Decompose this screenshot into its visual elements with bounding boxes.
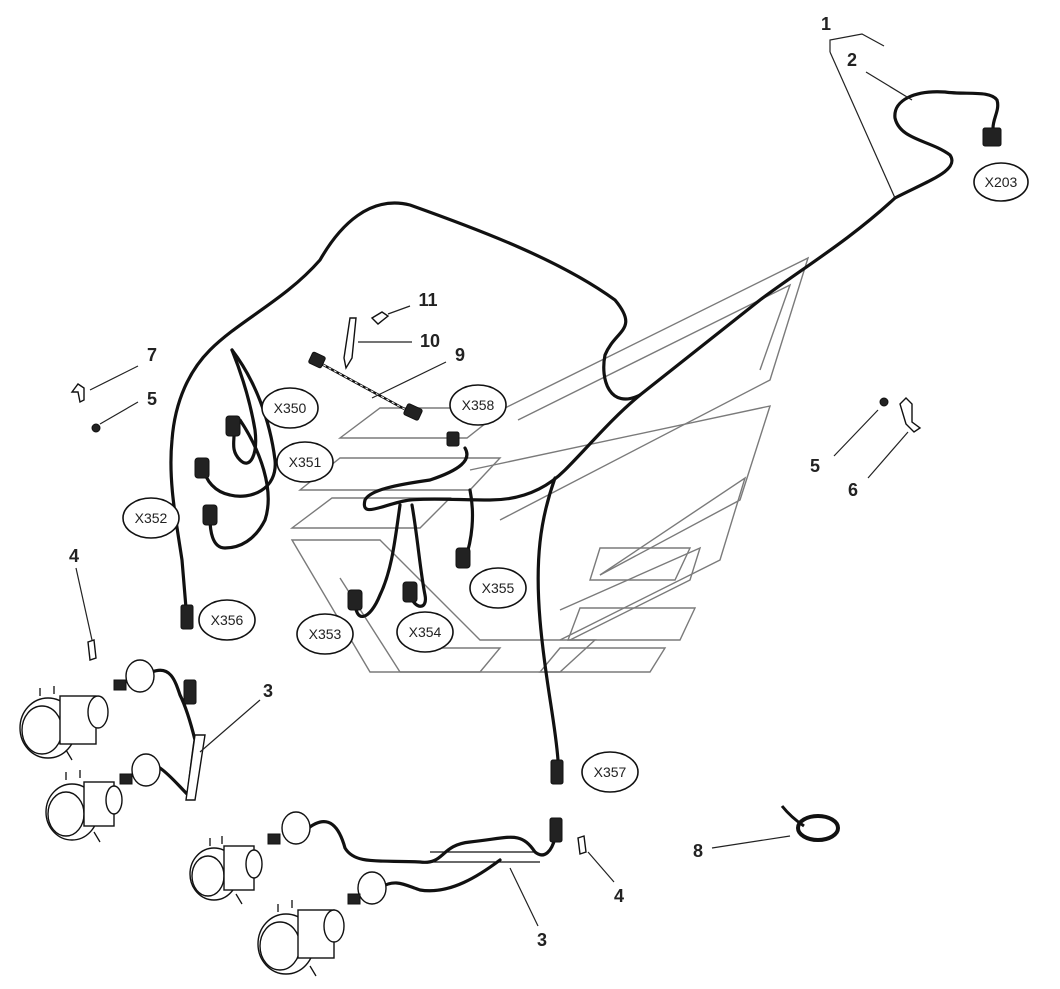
callout-3b: 3 xyxy=(537,930,547,950)
connector-labels: X203 X350 X351 X352 X353 X354 X355 X356 xyxy=(122,162,1029,793)
connector-label-x357: X357 xyxy=(581,751,639,793)
clip-4a-icon xyxy=(87,639,97,661)
connector-plug-x352-icon xyxy=(202,504,218,526)
lamp-socket-icon xyxy=(357,871,387,905)
connector-plug-x356-icon xyxy=(180,604,194,630)
svg-text:X358: X358 xyxy=(462,397,495,413)
connector-plug-x351-icon xyxy=(194,457,210,479)
connector-plug-x353-icon xyxy=(347,589,363,611)
callout-8: 8 xyxy=(693,841,703,861)
bolt-11-icon xyxy=(370,311,390,325)
lamp-assembly-left xyxy=(19,659,206,843)
callout-2: 2 xyxy=(847,50,857,70)
leader-lines xyxy=(75,33,913,927)
svg-text:X356: X356 xyxy=(211,612,244,628)
connector-label-x358: X358 xyxy=(449,384,507,426)
connector-plug-x350-icon xyxy=(225,415,241,437)
svg-text:X353: X353 xyxy=(309,626,342,642)
connector-label-x356: X356 xyxy=(198,599,256,641)
harness-connectors xyxy=(180,127,1002,785)
nut-5b-icon xyxy=(879,397,889,407)
connector-plug-x358-icon xyxy=(446,431,460,447)
bracket-10-icon xyxy=(343,317,357,370)
clip-7-icon xyxy=(70,383,85,404)
callout-10: 10 xyxy=(420,331,440,351)
callout-4a: 4 xyxy=(69,546,79,566)
callout-5a: 5 xyxy=(147,389,157,409)
lamp-socket-icon xyxy=(131,753,161,787)
connector-plug-x354-icon xyxy=(402,581,418,603)
part-callouts: 1 2 3 3 4 4 5 5 6 7 8 9 10 11 xyxy=(69,14,858,950)
svg-text:X355: X355 xyxy=(482,580,515,596)
callout-5b: 5 xyxy=(810,456,820,476)
connector-label-x355: X355 xyxy=(469,567,527,609)
svg-text:X351: X351 xyxy=(289,454,322,470)
connector-label-x351: X351 xyxy=(276,441,334,483)
connector-label-x350: X350 xyxy=(261,387,319,429)
connector-label-x354: X354 xyxy=(396,611,454,653)
bracket-6-icon xyxy=(899,397,922,433)
callout-11: 11 xyxy=(418,290,437,310)
svg-text:X354: X354 xyxy=(409,624,442,640)
svg-text:X350: X350 xyxy=(274,400,307,416)
svg-text:X357: X357 xyxy=(594,764,627,780)
lamp-plug-icon xyxy=(113,679,127,691)
fog-lamp-icon xyxy=(257,900,345,977)
lamp-socket-icon xyxy=(281,811,311,845)
connector-label-x203: X203 xyxy=(973,162,1029,202)
lamp-socket-icon xyxy=(125,659,155,693)
callout-3a: 3 xyxy=(263,681,273,701)
callout-1: 1 xyxy=(821,14,831,34)
connector-plug-x355-icon xyxy=(455,547,471,569)
lamp-plug-icon xyxy=(267,833,281,845)
connector-label-x353: X353 xyxy=(296,613,354,655)
lamp-assembly-bottom xyxy=(189,811,563,977)
hardware xyxy=(70,383,922,855)
svg-text:X352: X352 xyxy=(135,510,168,526)
connector-label-x352: X352 xyxy=(122,497,180,539)
nut-5a-icon xyxy=(91,423,101,433)
clip-4b-icon xyxy=(577,835,587,855)
lamp-plug-icon xyxy=(347,893,361,905)
fog-lamp-icon xyxy=(19,686,109,761)
lamp-plug-icon xyxy=(119,773,133,785)
callout-4b: 4 xyxy=(614,886,624,906)
background-logo xyxy=(289,256,810,673)
main-harness xyxy=(169,90,1000,762)
connector-plug-x357-icon xyxy=(550,759,564,785)
cable-tie-8-icon xyxy=(780,805,840,842)
fog-lamp-icon xyxy=(45,770,123,843)
callout-6: 6 xyxy=(848,480,858,500)
cable-assembly-9 xyxy=(308,311,423,421)
fog-lamp-icon xyxy=(189,836,263,905)
callout-7: 7 xyxy=(147,345,157,365)
callout-9: 9 xyxy=(455,345,465,365)
svg-text:X203: X203 xyxy=(985,174,1018,190)
connector-plug-x203-icon xyxy=(982,127,1002,147)
